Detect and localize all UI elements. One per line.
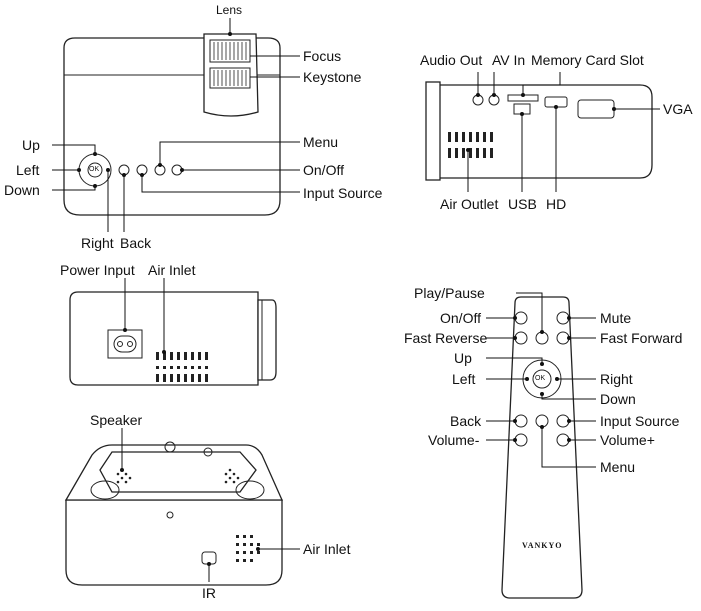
label-air-outlet: Air Outlet xyxy=(440,196,499,212)
label-remote-left: Left xyxy=(452,371,476,387)
label-volume-minus: Volume- xyxy=(428,432,480,448)
label-remote-menu: Menu xyxy=(600,459,636,475)
rear-view-projector xyxy=(69,278,277,386)
label-down: Down xyxy=(4,182,40,198)
label-remote-right: Right xyxy=(600,371,633,387)
label-play-pause: Play/Pause xyxy=(414,285,485,301)
bottom-air-inlet-grille xyxy=(236,535,260,562)
side-view-projector xyxy=(425,72,660,192)
label-memory-card-slot: Memory Card Slot xyxy=(531,52,644,68)
label-lens: Lens xyxy=(216,3,243,17)
label-left: Left xyxy=(16,162,40,178)
label-input-source: Input Source xyxy=(303,185,383,201)
remote-brand-logo: VANKYO xyxy=(522,541,563,550)
label-air-inlet-rear: Air Inlet xyxy=(148,262,196,278)
label-menu: Menu xyxy=(303,134,339,150)
foot-right xyxy=(235,480,265,500)
label-volume-plus: Volume+ xyxy=(600,432,655,448)
label-keystone: Keystone xyxy=(303,69,362,85)
bottom-view-projector xyxy=(64,428,300,586)
ok-button-text: OK xyxy=(89,166,100,173)
label-remote-down: Down xyxy=(600,391,636,407)
label-speaker: Speaker xyxy=(90,412,143,428)
label-on-off: On/Off xyxy=(303,162,344,178)
remote-control xyxy=(486,292,596,599)
label-audio-out: Audio Out xyxy=(420,52,483,68)
label-up: Up xyxy=(22,137,40,153)
label-fast-reverse: Fast Reverse xyxy=(404,330,488,346)
label-av-in: AV In xyxy=(492,52,526,68)
remote-ok-text: OK xyxy=(535,375,546,382)
label-mute: Mute xyxy=(600,310,632,326)
label-remote-back: Back xyxy=(450,413,482,429)
label-right: Right xyxy=(81,235,114,251)
label-vga: VGA xyxy=(663,101,693,117)
label-ir: IR xyxy=(202,585,216,601)
remote-ok-button xyxy=(532,369,552,389)
label-hd: HD xyxy=(546,196,567,212)
rear-air-inlet-grille xyxy=(156,352,208,382)
top-view-projector xyxy=(52,18,300,232)
foot-left xyxy=(90,480,120,500)
label-power-input: Power Input xyxy=(60,262,135,278)
label-usb: USB xyxy=(508,196,537,212)
ok-button xyxy=(87,162,103,178)
label-air-inlet-bottom: Air Inlet xyxy=(303,541,351,557)
label-focus: Focus xyxy=(303,48,342,64)
label-remote-up: Up xyxy=(454,350,472,366)
label-fast-forward: Fast Forward xyxy=(600,330,683,346)
label-back: Back xyxy=(120,235,152,251)
label-remote-input-source: Input Source xyxy=(600,413,680,429)
air-outlet-grille xyxy=(448,132,493,158)
label-remote-on-off: On/Off xyxy=(440,310,481,326)
